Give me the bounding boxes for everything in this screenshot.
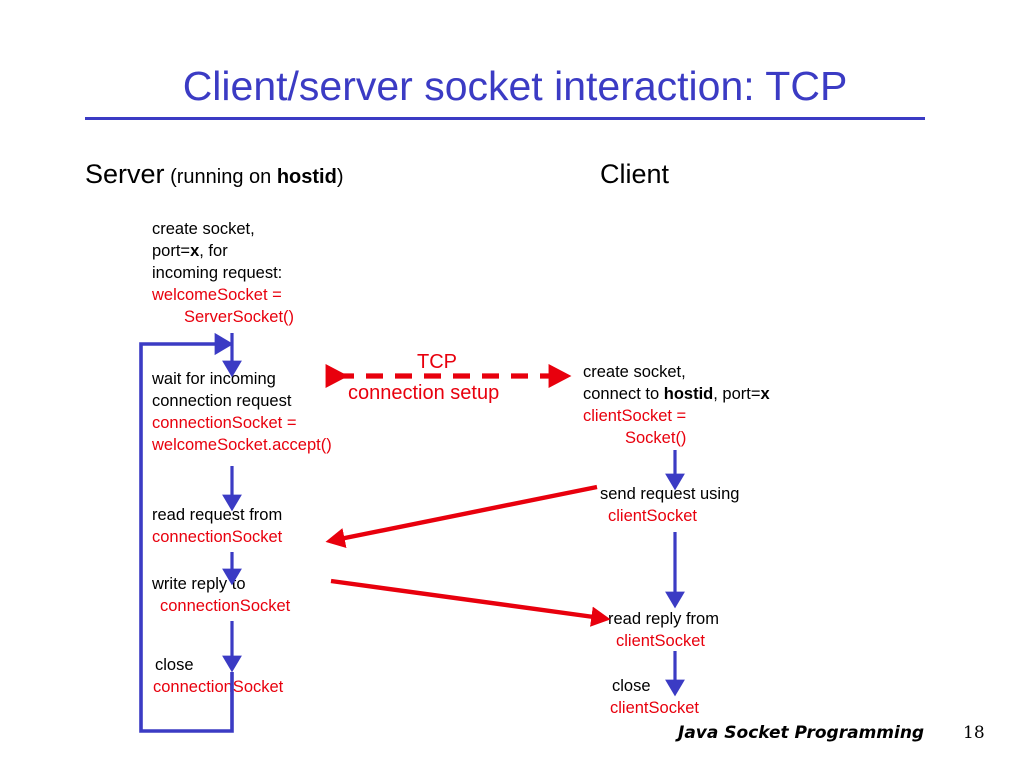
server-write-line1: write reply to <box>152 575 246 593</box>
server-heading-sub-post: ) <box>336 166 344 188</box>
server-create-code-line1: welcomeSocket = <box>152 286 282 304</box>
footer-page-number: 18 <box>963 723 985 743</box>
server-heading-sub-pre: (running on <box>164 166 277 188</box>
server-close-block: close connectionSocket <box>153 654 284 698</box>
server-column-heading: Server (running on hostid) <box>85 158 344 193</box>
client-heading-label: Client <box>600 159 670 189</box>
title-underline <box>85 117 925 120</box>
server-create-port-value: x <box>190 242 200 260</box>
client-column-heading: Client <box>600 158 669 190</box>
server-wait-code-line2: welcomeSocket.accept() <box>152 436 332 454</box>
client-read-line1: read reply from <box>608 610 719 628</box>
client-send-line1: send request using <box>600 485 740 503</box>
page-title: Client/server socket interaction: TCP <box>182 63 848 109</box>
client-create-port-value: x <box>760 385 770 403</box>
footer-title: Java Socket Programming <box>678 723 925 743</box>
client-create-code-line2: Socket() <box>625 429 687 447</box>
server-heading-label: Server <box>85 159 165 189</box>
server-write-code: connectionSocket <box>160 597 291 615</box>
server-create-line1: create socket, <box>152 220 255 238</box>
server-heading-hostid: hostid <box>276 166 337 188</box>
server-create-code-line2: ServerSocket() <box>184 308 295 326</box>
client-create-line1: create socket, <box>583 363 686 381</box>
server-create-line2-pre: port= <box>152 242 191 260</box>
server-wait-code-line1: connectionSocket = <box>152 414 297 432</box>
client-close-block: close clientSocket <box>610 675 699 719</box>
client-create-line2-mid: , port= <box>713 385 761 403</box>
client-send-request-block: send request using clientSocket <box>600 483 739 527</box>
request-arrow-client-to-server <box>325 484 598 548</box>
client-read-reply-block: read reply from clientSocket <box>608 608 719 652</box>
client-create-code-line1: clientSocket = <box>583 407 687 425</box>
server-close-line1: close <box>155 656 194 674</box>
server-wait-block: wait for incoming connection request con… <box>152 368 332 456</box>
client-read-code: clientSocket <box>616 632 705 650</box>
server-read-code: connectionSocket <box>152 528 283 546</box>
client-send-code: clientSocket <box>608 507 697 525</box>
client-close-line1: close <box>612 677 651 695</box>
tcp-label-top: TCP <box>417 351 457 373</box>
client-create-hostid: hostid <box>663 385 714 403</box>
server-create-line3: incoming request: <box>152 264 283 282</box>
server-create-line2-post: , for <box>199 242 228 260</box>
server-create-socket-block: create socket, port=x, for incoming requ… <box>152 218 294 328</box>
client-create-socket-block: create socket, connect to hostid, port=x… <box>583 361 770 449</box>
server-wait-line1: wait for incoming <box>152 370 276 388</box>
client-close-code: clientSocket <box>610 699 699 717</box>
reply-arrow-server-to-client <box>330 578 611 627</box>
server-wait-line2: connection request <box>152 392 292 410</box>
tcp-label-bottom: connection setup <box>348 382 500 404</box>
server-create-line2: port=x, for <box>152 240 294 262</box>
client-create-line2: connect to hostid, port=x <box>583 383 770 405</box>
server-write-reply-block: write reply to connectionSocket <box>152 573 290 617</box>
server-read-line1: read request from <box>152 506 283 524</box>
server-read-request-block: read request from connectionSocket <box>152 504 282 548</box>
client-create-line2-pre: connect to <box>583 385 664 403</box>
server-close-code: connectionSocket <box>153 678 284 696</box>
